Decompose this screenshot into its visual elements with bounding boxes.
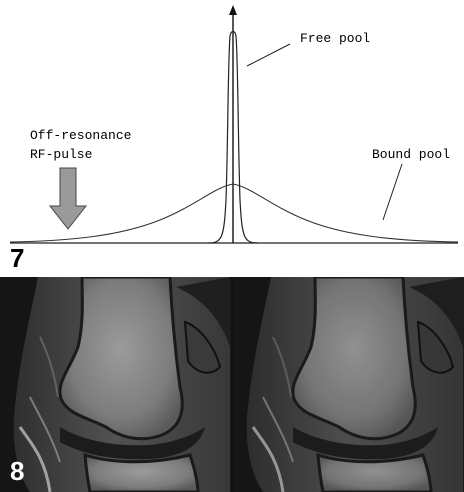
rf-pulse-arrow [50,168,86,229]
bound-pool-label: Bound pool [372,147,450,162]
mri-panel-right [233,277,463,492]
free-pool-label: Free pool [300,31,370,46]
offres-label-line1: Off-resonance [30,128,131,143]
figure-8-number: 8 [10,458,24,484]
knee-mri-panels [0,277,464,492]
mt-spectrum-diagram: Free pool Off-resonance RF-pulse Bound p… [0,0,464,250]
bound-pool-leader [383,164,402,220]
free-pool-leader [247,44,290,66]
figure-7-number: 7 [10,245,24,271]
offres-label-line2: RF-pulse [30,147,92,162]
vertical-axis-arrowhead [229,5,237,15]
mri-panel-left [0,277,230,492]
